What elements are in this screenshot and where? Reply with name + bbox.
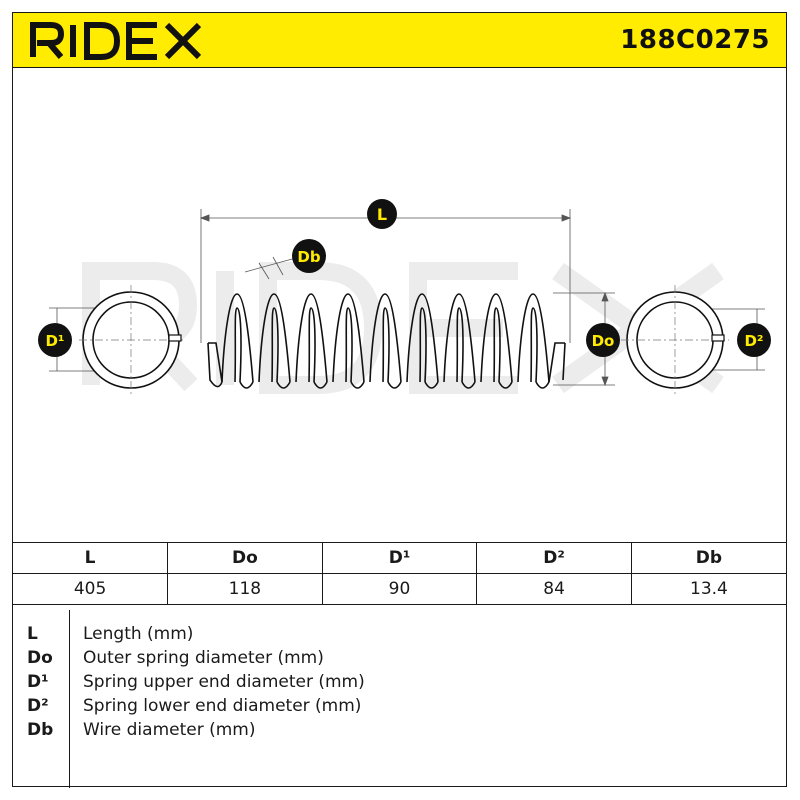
legend-item: Do Outer spring diameter (mm) (13, 648, 786, 672)
lower-end-ring (621, 285, 765, 395)
legend-desc: Spring upper end diameter (mm) (83, 672, 365, 692)
spring-coil (295, 293, 328, 383)
spring-coil (332, 293, 365, 383)
spring-coil (369, 293, 402, 383)
svg-text:Db: Db (297, 248, 320, 266)
outer-diameter-dimension (553, 291, 615, 387)
spring-end-left (207, 342, 223, 388)
legend: L Length (mm) Do Outer spring diameter (… (13, 610, 786, 788)
legend-item: D² Spring lower end diameter (mm) (13, 696, 786, 720)
legend-item: L Length (mm) (13, 624, 786, 648)
spec-value-outer: 118 (167, 573, 323, 605)
svg-text:D¹: D¹ (45, 332, 64, 350)
outer-diameter-badge: Do (586, 323, 620, 357)
spring-coil-bottom (239, 381, 254, 389)
spec-value-lower: 84 (476, 573, 632, 605)
spec-header-length: L (13, 542, 169, 574)
legend-desc: Outer spring diameter (mm) (83, 648, 324, 668)
spec-header-lower: D² (476, 542, 632, 574)
spring-drawing: L Db Do D¹ D² (38, 199, 771, 395)
wire-diameter-badge: Db (292, 239, 326, 273)
spring-coil (443, 293, 476, 383)
ridex-logo (30, 22, 202, 60)
spec-value-upper: 90 (321, 573, 478, 605)
svg-text:Do: Do (592, 332, 615, 350)
legend-divider (69, 610, 70, 788)
spring-coil-bottom (535, 381, 550, 389)
spec-value-wire: 13.4 (630, 573, 786, 605)
spring-coil (406, 293, 439, 383)
svg-text:D²: D² (744, 332, 763, 350)
product-sheet: 188C0275 (12, 12, 787, 788)
coil-spring (207, 293, 566, 389)
spring-coil-bottom (313, 381, 328, 389)
spring-end-right (548, 342, 566, 383)
legend-desc: Length (mm) (83, 624, 194, 644)
spec-value-row: 405 118 90 84 13.4 (13, 573, 786, 605)
legend-key: L (27, 624, 38, 644)
spec-header-upper: D¹ (321, 542, 478, 574)
legend-item: Db Wire diameter (mm) (13, 720, 786, 744)
legend-key: Do (27, 648, 53, 668)
legend-desc: Spring lower end diameter (mm) (83, 696, 362, 716)
spec-value-length: 405 (13, 573, 169, 605)
legend-key: Db (27, 720, 54, 740)
legend-key: D¹ (27, 672, 49, 692)
spring-coil (221, 293, 254, 383)
legend-desc: Wire diameter (mm) (83, 720, 256, 740)
spec-header-wire: Db (630, 542, 786, 574)
header-bar: 188C0275 (13, 13, 786, 68)
legend-item: D¹ Spring upper end diameter (mm) (13, 672, 786, 696)
legend-key: D² (27, 696, 49, 716)
spring-coil (517, 293, 550, 383)
upper-end-ring (49, 285, 185, 395)
spring-coil-bottom (276, 381, 291, 389)
spring-coil-bottom (498, 381, 513, 389)
spring-coil-bottom (387, 381, 402, 389)
upper-end-diameter-badge: D¹ (38, 323, 72, 357)
spec-header-outer: Do (167, 542, 323, 574)
spring-coil-bottom (461, 381, 476, 389)
spec-table: L Do D¹ D² Db 405 118 90 84 13.4 (13, 542, 786, 605)
spring-coil (258, 293, 291, 383)
part-number: 188C0275 (620, 25, 770, 55)
spec-header-row: L Do D¹ D² Db (13, 542, 786, 574)
length-badge: L (367, 199, 397, 229)
spring-coil (480, 293, 513, 383)
spring-coil-bottom (350, 381, 365, 389)
lower-end-diameter-badge: D² (737, 323, 771, 357)
svg-text:L: L (377, 205, 387, 224)
watermark-logo (82, 262, 724, 394)
spring-coil-bottom (424, 381, 439, 389)
